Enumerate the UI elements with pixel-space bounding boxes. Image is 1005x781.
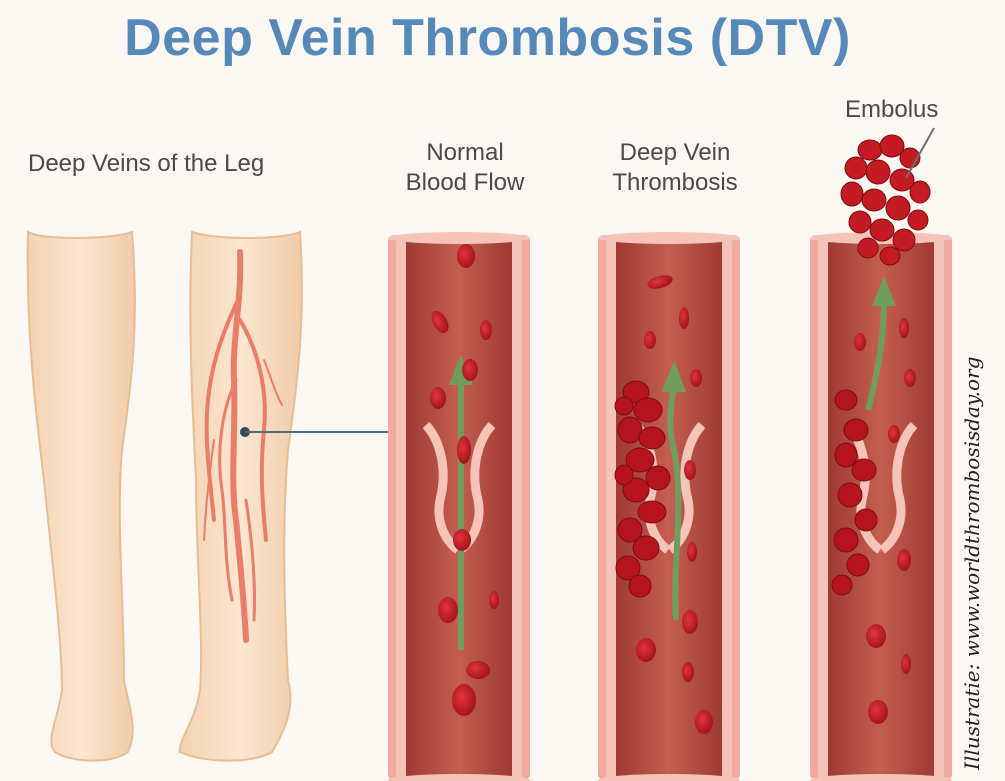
- right-leg: [180, 232, 302, 761]
- illustration-credit: Illustratie: www.worldthrombosisday.org: [960, 357, 984, 770]
- dvt-vessel: [598, 232, 740, 781]
- left-leg: [28, 232, 135, 761]
